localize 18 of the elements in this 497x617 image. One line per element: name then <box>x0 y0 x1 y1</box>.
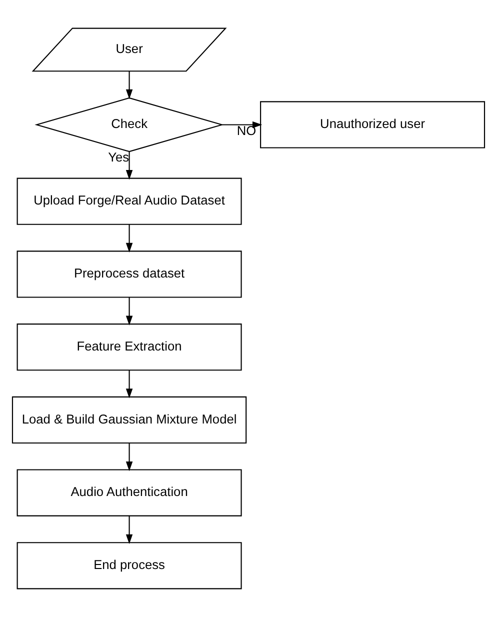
node-box: Load & Build Gaussian Mixture Model <box>12 396 247 444</box>
node-box: Audio Authentication <box>16 469 242 516</box>
arrow <box>126 370 133 398</box>
edge-label: NO <box>236 123 256 138</box>
arrow <box>126 71 133 100</box>
node-box: Feature Extraction <box>16 324 242 371</box>
arrow <box>126 152 133 180</box>
arrow <box>126 443 133 472</box>
arrow <box>126 224 133 253</box>
node-box: Unauthorized user <box>260 101 486 148</box>
arrow <box>126 516 133 544</box>
node-box: End process <box>16 542 242 590</box>
arrow <box>222 121 262 128</box>
arrow <box>126 297 133 326</box>
node-box: Preprocess dataset <box>16 250 242 298</box>
edge-label: Yes <box>108 150 130 165</box>
node-box: Upload Forge/Real Audio Dataset <box>16 178 242 225</box>
node-diamond: Check <box>34 97 224 152</box>
